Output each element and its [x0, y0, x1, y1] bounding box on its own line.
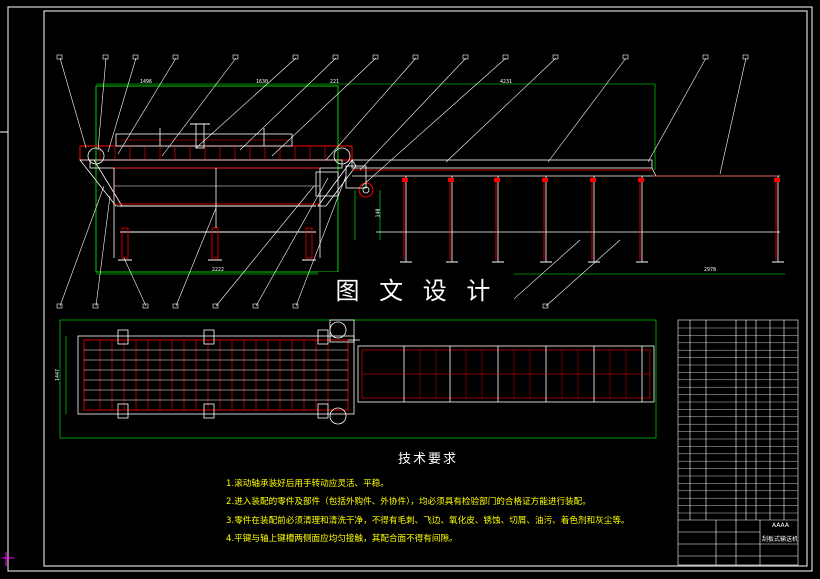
outer-frame — [7, 6, 813, 572]
dim-7: 1447 — [55, 368, 62, 382]
front-view — [79, 83, 785, 275]
note-1: 1.滚动轴承装好后用手转动应灵活、平稳。 — [226, 479, 389, 489]
dim-8: 140 — [375, 208, 382, 218]
dim-6: 2978 — [704, 267, 717, 273]
title-block-rows — [678, 327, 798, 514]
note-4: 4.平键与轴上键槽两侧面应均匀接触，其配合面不得有间隙。 — [226, 534, 458, 544]
leader-lines-top — [56, 54, 749, 187]
dim-4: 4231 — [500, 79, 513, 85]
dim-5: 2222 — [212, 267, 225, 273]
dim-3: 221 — [330, 79, 340, 85]
leader-lines-bottom — [56, 175, 621, 309]
dim-2: 1630 — [256, 79, 269, 85]
note-2: 2.进入装配的零件及部件（包括外购件、外协件），均必须具有检验部门的合格证方能进… — [226, 497, 591, 507]
title-block-mark: AAAA — [772, 522, 789, 529]
inner-frame — [43, 10, 808, 567]
watermark: 图 文 设 计 — [318, 272, 514, 310]
dim-1: 1496 — [140, 79, 153, 85]
top-view — [59, 319, 657, 439]
title-block-drawing-name: 刮板式输送机 — [762, 536, 799, 543]
tech-requirements-title: 技术要求 — [398, 452, 459, 467]
note-3: 3.零件在装配前必须清理和清洗干净，不得有毛刺、飞边、氧化皮、锈蚀、切屑、油污、… — [226, 516, 630, 526]
title-block — [677, 319, 799, 566]
